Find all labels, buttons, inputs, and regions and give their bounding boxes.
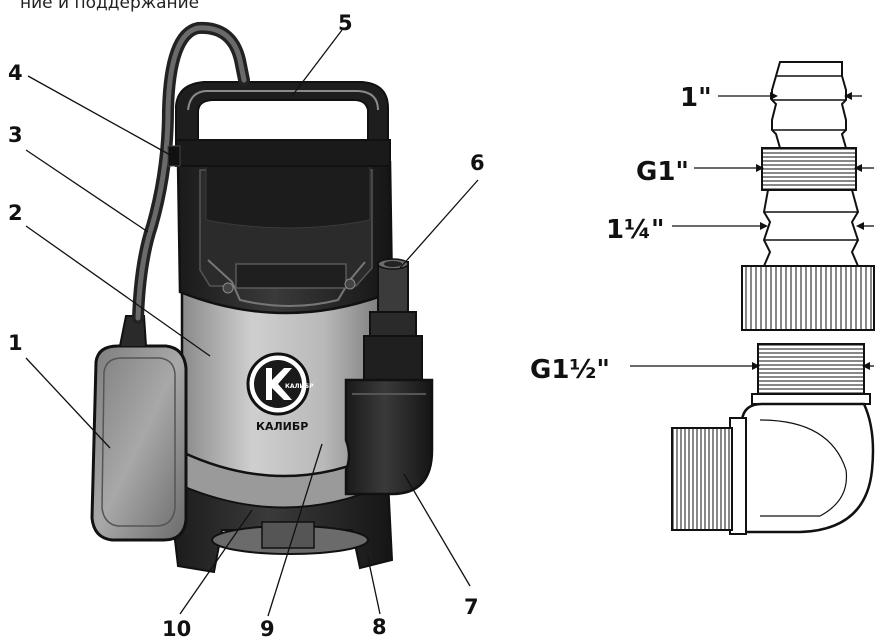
adapter-drawing: 1" G1" 1¼" G1½" <box>530 61 875 535</box>
callout-leaders <box>25 29 479 617</box>
callout-1: 1 <box>8 331 23 355</box>
header-fragment: ние и поддержание <box>20 0 199 13</box>
union-nut <box>741 265 875 331</box>
float-switch <box>90 344 188 542</box>
callout-3: 3 <box>8 123 23 147</box>
dim-1-1-4: 1¼" <box>606 215 665 245</box>
thread-g1 <box>761 147 857 191</box>
callout-5: 5 <box>338 11 353 35</box>
barb-114 <box>762 189 860 267</box>
dim-g1: G1" <box>636 157 689 187</box>
callout-9: 9 <box>260 617 275 639</box>
discharge-adapter <box>363 258 423 381</box>
callout-4: 4 <box>8 61 23 85</box>
elbow-fitting <box>740 402 875 534</box>
callout-10: 10 <box>162 617 191 639</box>
callout-8: 8 <box>372 615 387 639</box>
dim-g1-1-2: G1½" <box>530 355 610 385</box>
outlet-elbow <box>344 378 434 496</box>
thread-g112 <box>757 343 865 397</box>
callout-labels: 1 2 3 4 5 6 7 8 9 10 <box>8 11 485 639</box>
brand-logo: КАЛИБР <box>246 352 314 416</box>
pump: КАЛИБР КАЛИБР <box>90 21 434 574</box>
cable-clip <box>167 145 181 167</box>
callout-2: 2 <box>8 201 23 225</box>
dim-1inch: 1" <box>680 83 712 113</box>
callout-6: 6 <box>470 151 485 175</box>
side-thread <box>671 427 733 531</box>
brand-label: КАЛИБР <box>256 420 308 433</box>
callout-7: 7 <box>464 595 479 619</box>
logo-text: КАЛИБР <box>285 383 314 390</box>
barb-1inch <box>771 61 848 149</box>
